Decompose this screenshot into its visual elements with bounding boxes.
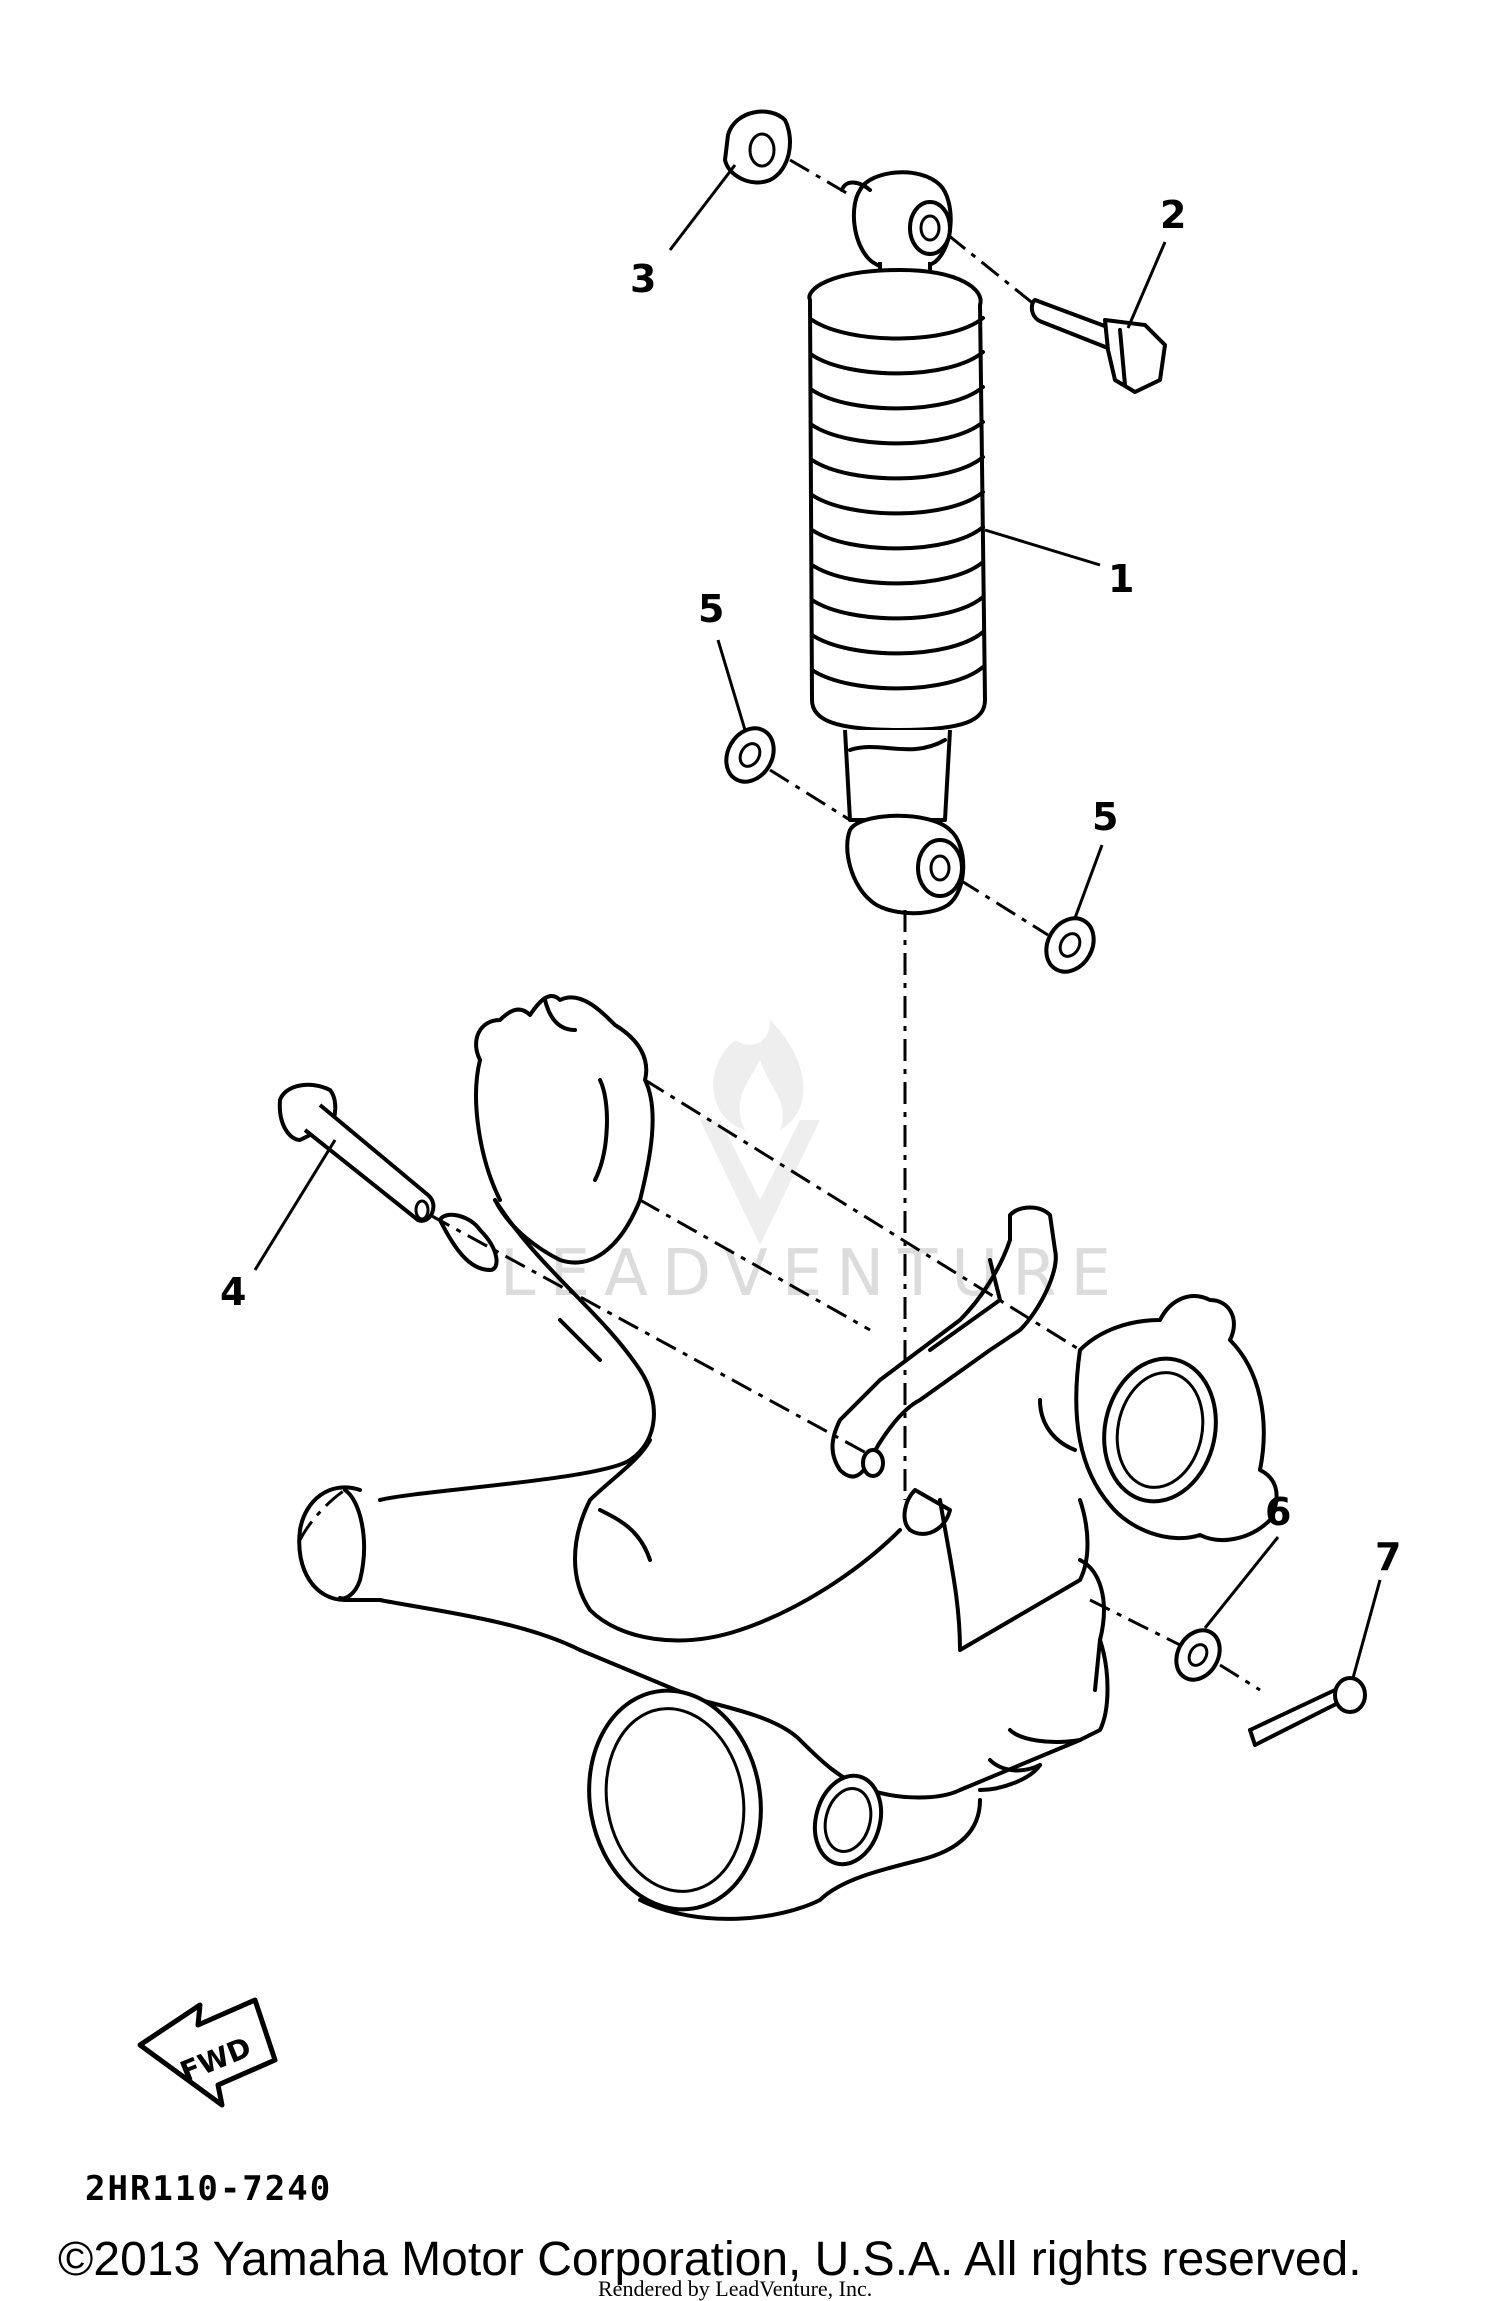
leader-lines: [253, 164, 1382, 1679]
swingarm: [297, 994, 1279, 1921]
leadventure-watermark-logo: [700, 1020, 820, 1245]
washer-5-upper: [724, 726, 776, 784]
callout-3: 3: [630, 257, 656, 301]
copyright-notice: ©2013 Yamaha Motor Corporation, U.S.A. A…: [58, 2233, 1362, 2286]
bolt-4: [277, 1082, 436, 1223]
callout-1: 1: [1108, 557, 1134, 601]
washer-5-lower: [1044, 916, 1096, 974]
callout-2: 2: [1160, 193, 1186, 237]
nut-3: [723, 109, 792, 185]
callout-5-upper: 5: [698, 587, 724, 631]
callout-4: 4: [220, 1270, 246, 1314]
callout-6: 6: [1265, 1490, 1291, 1534]
shock-absorber: [807, 170, 987, 916]
bolt-2: [1029, 298, 1167, 394]
rendered-by-credit: Rendered by LeadVenture, Inc.: [598, 2276, 872, 2301]
fwd-arrow-icon: FWD: [137, 1997, 278, 2108]
callouts: 1 2 3 4 5 5 6 7: [220, 193, 1401, 1579]
watermark-text: LEADVENTURE: [500, 1237, 1125, 1311]
callout-5-lower: 5: [1092, 795, 1118, 839]
washer-6: [1174, 1628, 1222, 1682]
cotter-pin-7: [1248, 1676, 1367, 1747]
diagram-code: 2HR110-7240: [85, 2169, 332, 2209]
callout-7: 7: [1375, 1535, 1401, 1579]
